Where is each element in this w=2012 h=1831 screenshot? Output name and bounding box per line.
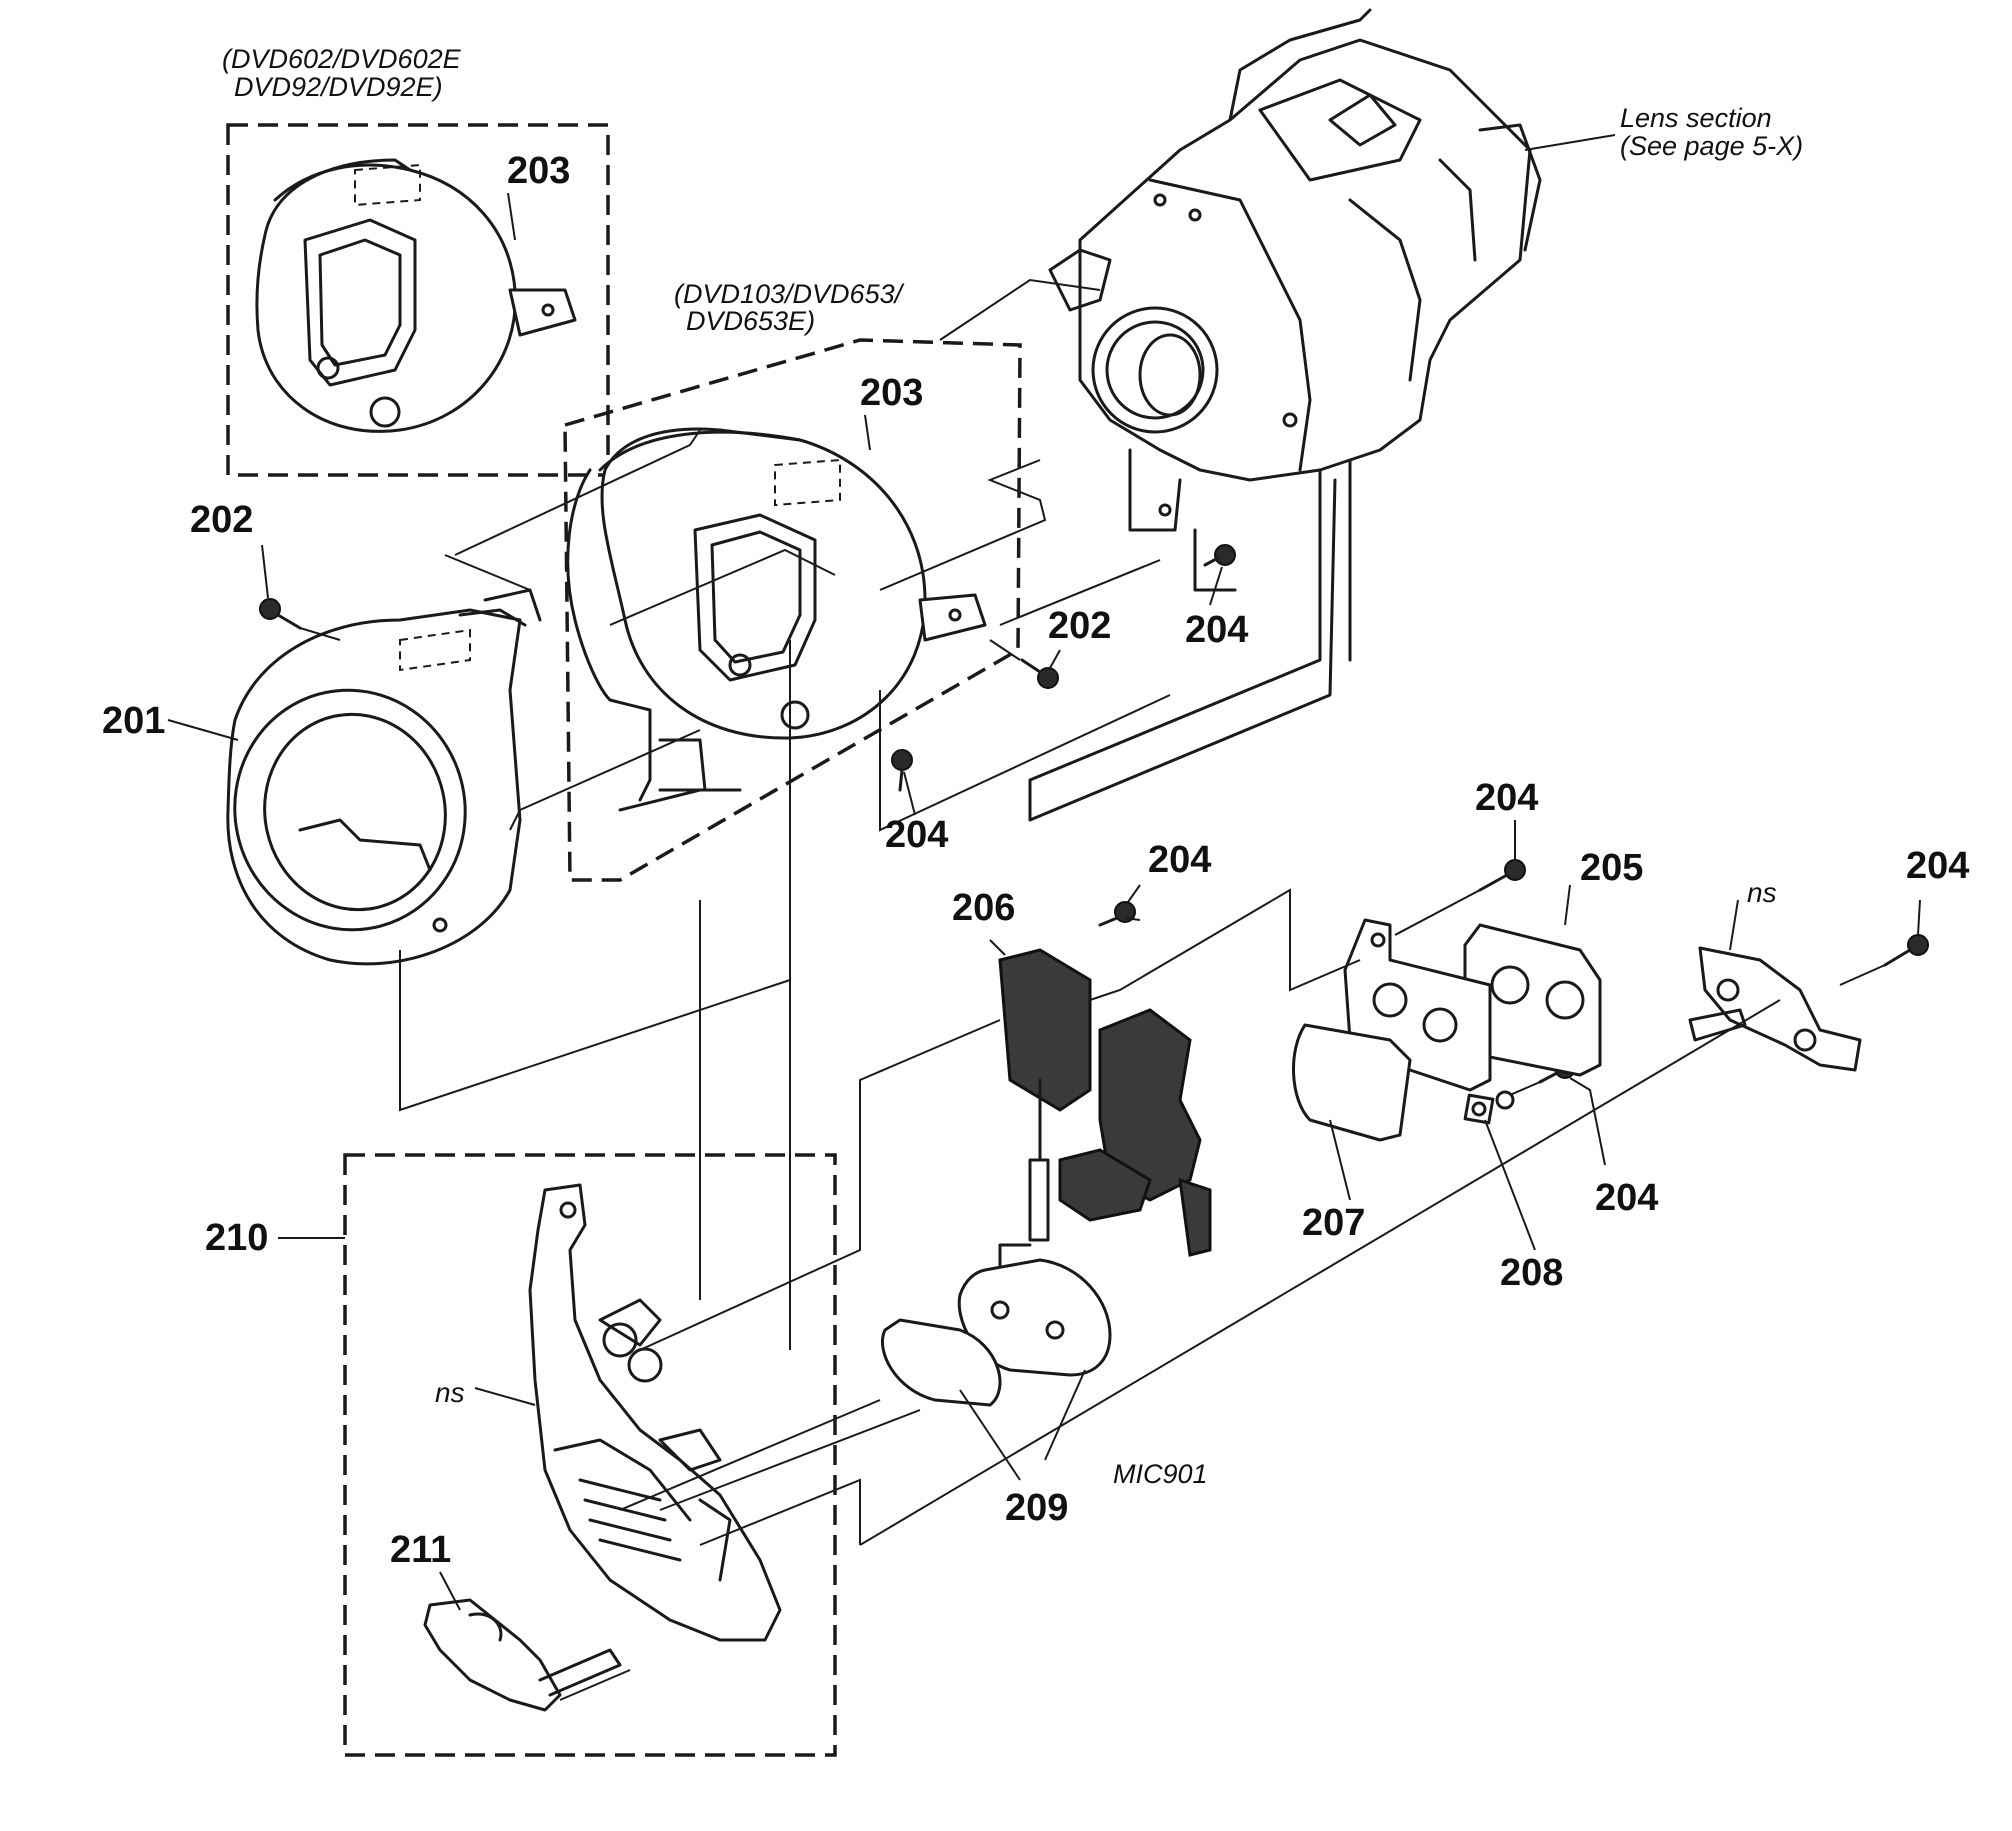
part-211-cover bbox=[423, 1598, 622, 1712]
label-203-middle: 203 bbox=[860, 372, 923, 414]
part-210-housing bbox=[528, 1183, 782, 1642]
variant-a-note-line2: DVD92/DVD92E) bbox=[234, 72, 443, 102]
label-202-right: 202 bbox=[1048, 605, 1111, 647]
lens-section-page-ref: (See page 5-X) bbox=[1620, 131, 1803, 161]
label-203-top: 203 bbox=[507, 150, 570, 192]
part-203-ring-variant-a bbox=[255, 158, 577, 433]
part-201-front-cover bbox=[226, 588, 542, 966]
label-204-205: 204 bbox=[1475, 777, 1538, 819]
screw-204-ring bbox=[891, 749, 913, 792]
variant-b-note-line2: DVD653E) bbox=[686, 306, 815, 336]
screw-204-206 bbox=[1098, 901, 1136, 927]
label-207: 207 bbox=[1302, 1202, 1365, 1244]
assembly-guide-lines bbox=[299, 429, 1886, 1701]
screw-204-right bbox=[1883, 934, 1929, 967]
part-210-group-box bbox=[343, 1153, 837, 1757]
label-206: 206 bbox=[952, 887, 1015, 929]
label-mic901: MIC901 bbox=[1113, 1459, 1208, 1489]
label-201: 201 bbox=[102, 700, 165, 742]
part-205-plate bbox=[1463, 923, 1602, 1077]
label-208: 208 bbox=[1500, 1252, 1563, 1294]
part-207-cover bbox=[1292, 1023, 1412, 1142]
label-202-left: 202 bbox=[190, 499, 253, 541]
label-ns-210: ns bbox=[435, 1377, 465, 1408]
label-205: 205 bbox=[1580, 847, 1643, 889]
screw-202-right bbox=[1020, 658, 1059, 689]
label-209: 209 bbox=[1005, 1487, 1068, 1529]
variant-group-box-top bbox=[226, 123, 610, 477]
part-206-bracket bbox=[998, 948, 1212, 1257]
label-204-right: 204 bbox=[1906, 845, 1969, 887]
part-209-cushion bbox=[880, 1318, 1002, 1407]
callout-leaders bbox=[167, 192, 1921, 1611]
label-204-ring: 204 bbox=[885, 814, 948, 856]
label-204-208: 204 bbox=[1595, 1177, 1658, 1219]
part-203-ring-variant-b bbox=[566, 427, 987, 812]
variant-group-box-middle bbox=[563, 338, 1022, 882]
label-211: 211 bbox=[390, 1529, 451, 1571]
variant-b-note-line1: (DVD103/DVD653/ bbox=[674, 279, 905, 309]
variant-a-note-line1: (DVD602/DVD602E bbox=[222, 44, 462, 74]
label-204-lens: 204 bbox=[1185, 609, 1248, 651]
screw-204-205 bbox=[1478, 859, 1526, 892]
screw-204-lens bbox=[1203, 544, 1236, 567]
mic901-microphone bbox=[957, 1243, 1112, 1377]
screw-202-left bbox=[259, 598, 302, 630]
lens-section-assembly bbox=[939, 8, 1542, 822]
label-204-206: 204 bbox=[1148, 839, 1211, 881]
label-ns-right: ns bbox=[1747, 877, 1777, 908]
part-208-bracket bbox=[1463, 1090, 1515, 1125]
part-ns-right-bracket bbox=[1688, 946, 1862, 1072]
lens-section-label: Lens section bbox=[1620, 103, 1772, 133]
lens-leader bbox=[1524, 134, 1616, 151]
label-210: 210 bbox=[205, 1217, 268, 1259]
